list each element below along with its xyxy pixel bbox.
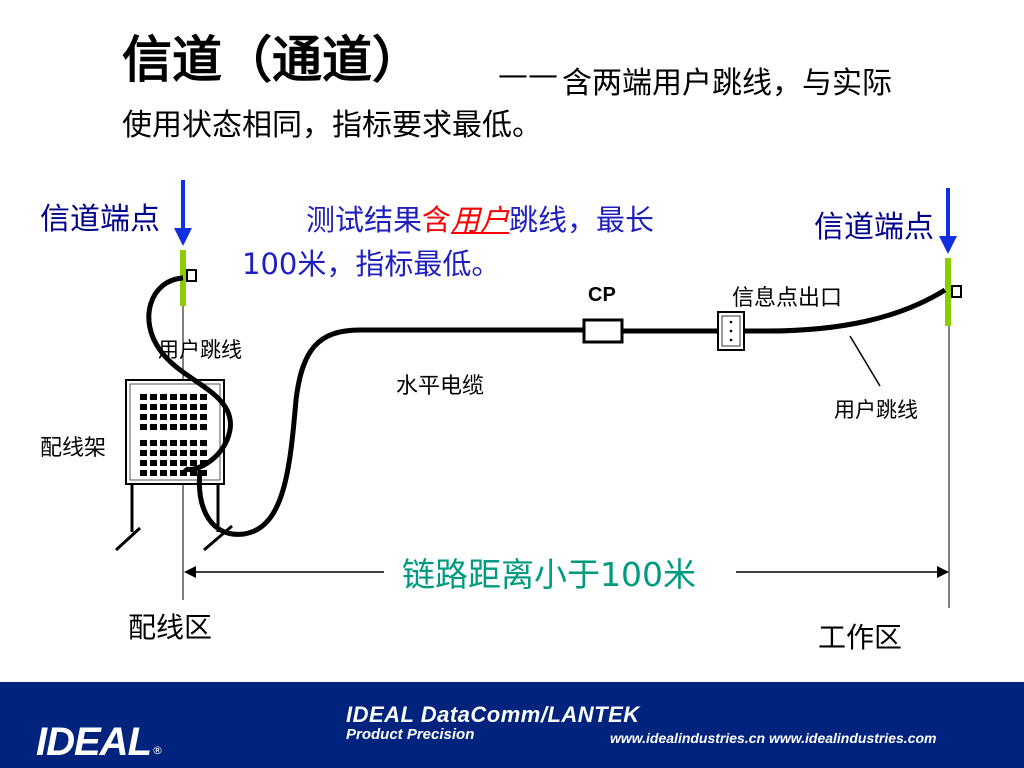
title-dash: ——: [498, 58, 558, 93]
right-endpoint-arrow: [939, 188, 957, 254]
brand-line-1: IDEAL DataComm/LANTEK: [346, 702, 640, 727]
test-result-note: 测试结果含用户跳线，最长: [306, 198, 654, 242]
note-highlight-user: 用户: [451, 203, 510, 237]
registered-mark: ®: [152, 744, 163, 757]
right-patch-cord-label: 用户跳线: [834, 398, 918, 422]
note-text-4: 跳线，最长: [509, 203, 655, 237]
right-endpoint-bar: [945, 258, 951, 326]
note-text-1: 测试结果: [306, 203, 423, 237]
cp-label: CP: [588, 284, 616, 306]
footer-urls: www.idealindustries.cn www.idealindustri…: [610, 730, 937, 746]
title-subtitle: 含两端用户跳线，与实际: [562, 66, 892, 101]
footer-bar: [0, 682, 1024, 768]
page-title: 信道（通道）: [122, 31, 422, 89]
left-endpoint-arrow: [174, 180, 192, 246]
left-connector: [186, 269, 197, 282]
information-outlet: [717, 311, 745, 351]
left-patch-cord-label: 用户跳线: [158, 338, 242, 362]
ideal-logo-text: IDEAL: [36, 720, 152, 764]
left-patch-cord: [146, 275, 233, 472]
brand-line-2: Product Precision: [346, 726, 475, 743]
horizontal-cable: [196, 327, 586, 537]
distance-arrow: [184, 566, 949, 578]
distribution-zone-label: 配线区: [128, 611, 213, 644]
work-zone-label: 工作区: [818, 621, 903, 654]
title-subtitle-line2: 使用状态相同，指标要求最低。: [122, 108, 542, 143]
right-endpoint-label: 信道端点: [814, 210, 934, 245]
left-endpoint-label: 信道端点: [40, 202, 160, 237]
distance-label: 链路距离小于100米: [402, 555, 696, 594]
patch-panel-rack: [114, 379, 233, 552]
note-text-2: 含: [422, 203, 452, 237]
cp-connector: [582, 318, 624, 344]
right-patch-cord: [757, 287, 947, 334]
right-connector: [951, 285, 962, 298]
horizontal-cable-label: 水平电缆: [396, 374, 485, 399]
outlet-label: 信息点出口: [732, 286, 843, 311]
test-result-note-line2: 100米，指标最低。: [242, 247, 501, 281]
patch-panel-label: 配线架: [40, 436, 107, 461]
right-patch-cord-pointer: [849, 335, 881, 387]
